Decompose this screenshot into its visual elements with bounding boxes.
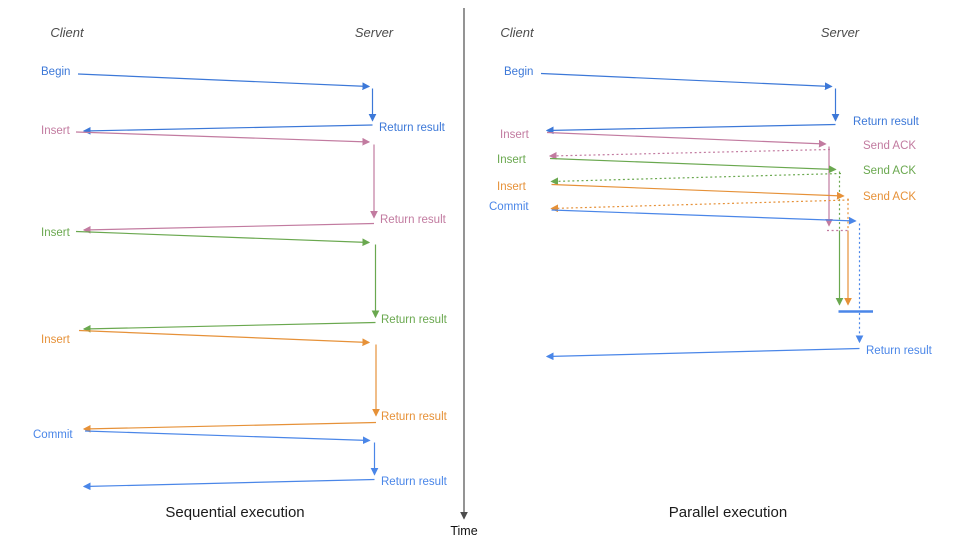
par-begin-label: Begin xyxy=(504,66,533,78)
par-client-header: Client xyxy=(500,25,534,40)
seq-begin-label: Begin xyxy=(41,66,70,78)
sequential-caption: Sequential execution xyxy=(165,504,305,521)
seq-insert1-request xyxy=(75,131,371,146)
par-insert1-ack-label: Send ACK xyxy=(863,140,916,152)
time-axis-label: Time xyxy=(450,524,478,538)
seq-commit-request xyxy=(84,430,371,445)
par-server-header: Server xyxy=(820,25,860,40)
par-insert1-request xyxy=(546,131,827,148)
seq-begin-return-label: Return result xyxy=(379,122,446,134)
par-commit-label: Commit xyxy=(489,201,529,213)
seq-insert2-return-label: Return result xyxy=(381,314,448,326)
par-insert1-ack xyxy=(548,148,831,160)
par-insert2-ack xyxy=(550,172,842,186)
seq-server-header: Server xyxy=(354,25,394,40)
seq-begin-return xyxy=(82,124,373,135)
par-final-return xyxy=(545,347,860,361)
seq-insert2-label: Insert xyxy=(41,227,71,239)
par-insert2-ack-label: Send ACK xyxy=(863,165,916,177)
par-insert3-label: Insert xyxy=(497,181,527,193)
seq-client-header: Client xyxy=(50,25,84,40)
seq-insert1-return xyxy=(82,222,375,234)
par-begin-return xyxy=(545,123,836,135)
seq-insert1-label: Insert xyxy=(41,125,71,137)
seq-insert2-return xyxy=(82,321,376,333)
seq-commit-return xyxy=(82,478,375,491)
seq-insert3-request xyxy=(78,329,371,347)
parallel-caption: Parallel execution xyxy=(668,504,788,521)
par-insert2-label: Insert xyxy=(497,154,527,166)
seq-insert3-return xyxy=(82,421,377,433)
seq-insert1-return-label: Return result xyxy=(380,214,447,226)
par-insert3-ack-label: Send ACK xyxy=(863,191,916,203)
seq-commit-return-label: Return result xyxy=(381,476,448,488)
seq-insert3-label: Insert xyxy=(41,334,71,346)
par-final-return-label: Return result xyxy=(866,345,933,357)
par-begin-return-label: Return result xyxy=(853,116,920,128)
seq-insert3-return-label: Return result xyxy=(381,411,448,423)
seq-commit-label: Commit xyxy=(33,429,73,441)
par-insert2-request xyxy=(549,157,837,174)
par-insert3-request xyxy=(551,183,845,200)
par-commit-request xyxy=(551,209,857,225)
par-insert3-ack xyxy=(550,199,850,213)
par-begin-request xyxy=(540,72,833,91)
seq-begin-request xyxy=(77,73,371,91)
seq-insert2-request xyxy=(75,230,371,247)
par-insert1-label: Insert xyxy=(500,129,530,141)
